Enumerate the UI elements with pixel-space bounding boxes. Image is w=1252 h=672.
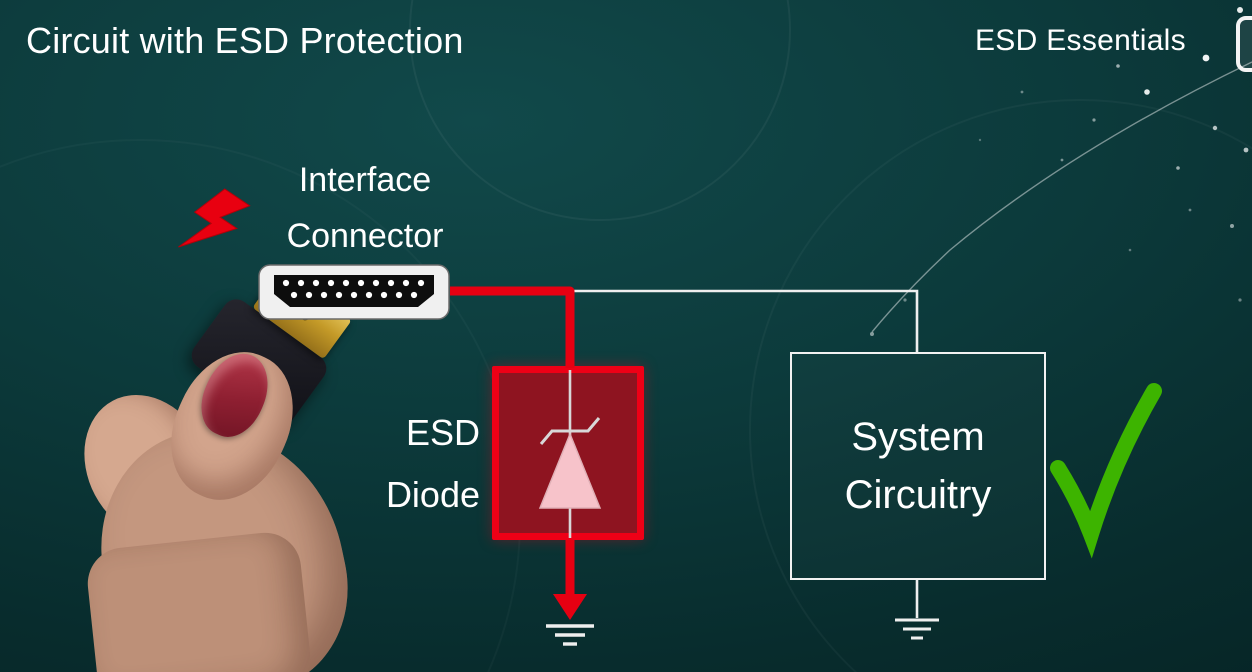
hdmi-connector-graphic <box>258 264 450 320</box>
interface-connector-label-line2: Connector <box>286 217 444 255</box>
page-title: Circuit with ESD Protection <box>26 20 464 61</box>
brand-name: ESD Essentials <box>975 24 1186 57</box>
system-box-label-line2: Circuitry <box>844 473 992 517</box>
esd-diode-label: ESD Diode <box>330 402 480 526</box>
system-box-label-line1: System <box>851 415 985 459</box>
interface-connector-label: Interface Connector <box>235 152 495 264</box>
esd-diode-label-line1: ESD <box>405 412 480 453</box>
decorative-curve <box>871 61 1252 333</box>
brand-logo-partial <box>1236 16 1252 72</box>
esd-diode-label-line2: Diode <box>385 474 480 515</box>
interface-connector-label-line1: Interface <box>298 161 432 199</box>
esd-diode-box <box>492 366 644 540</box>
system-circuitry-box: System Circuitry <box>790 352 1046 580</box>
wrist <box>84 529 314 672</box>
